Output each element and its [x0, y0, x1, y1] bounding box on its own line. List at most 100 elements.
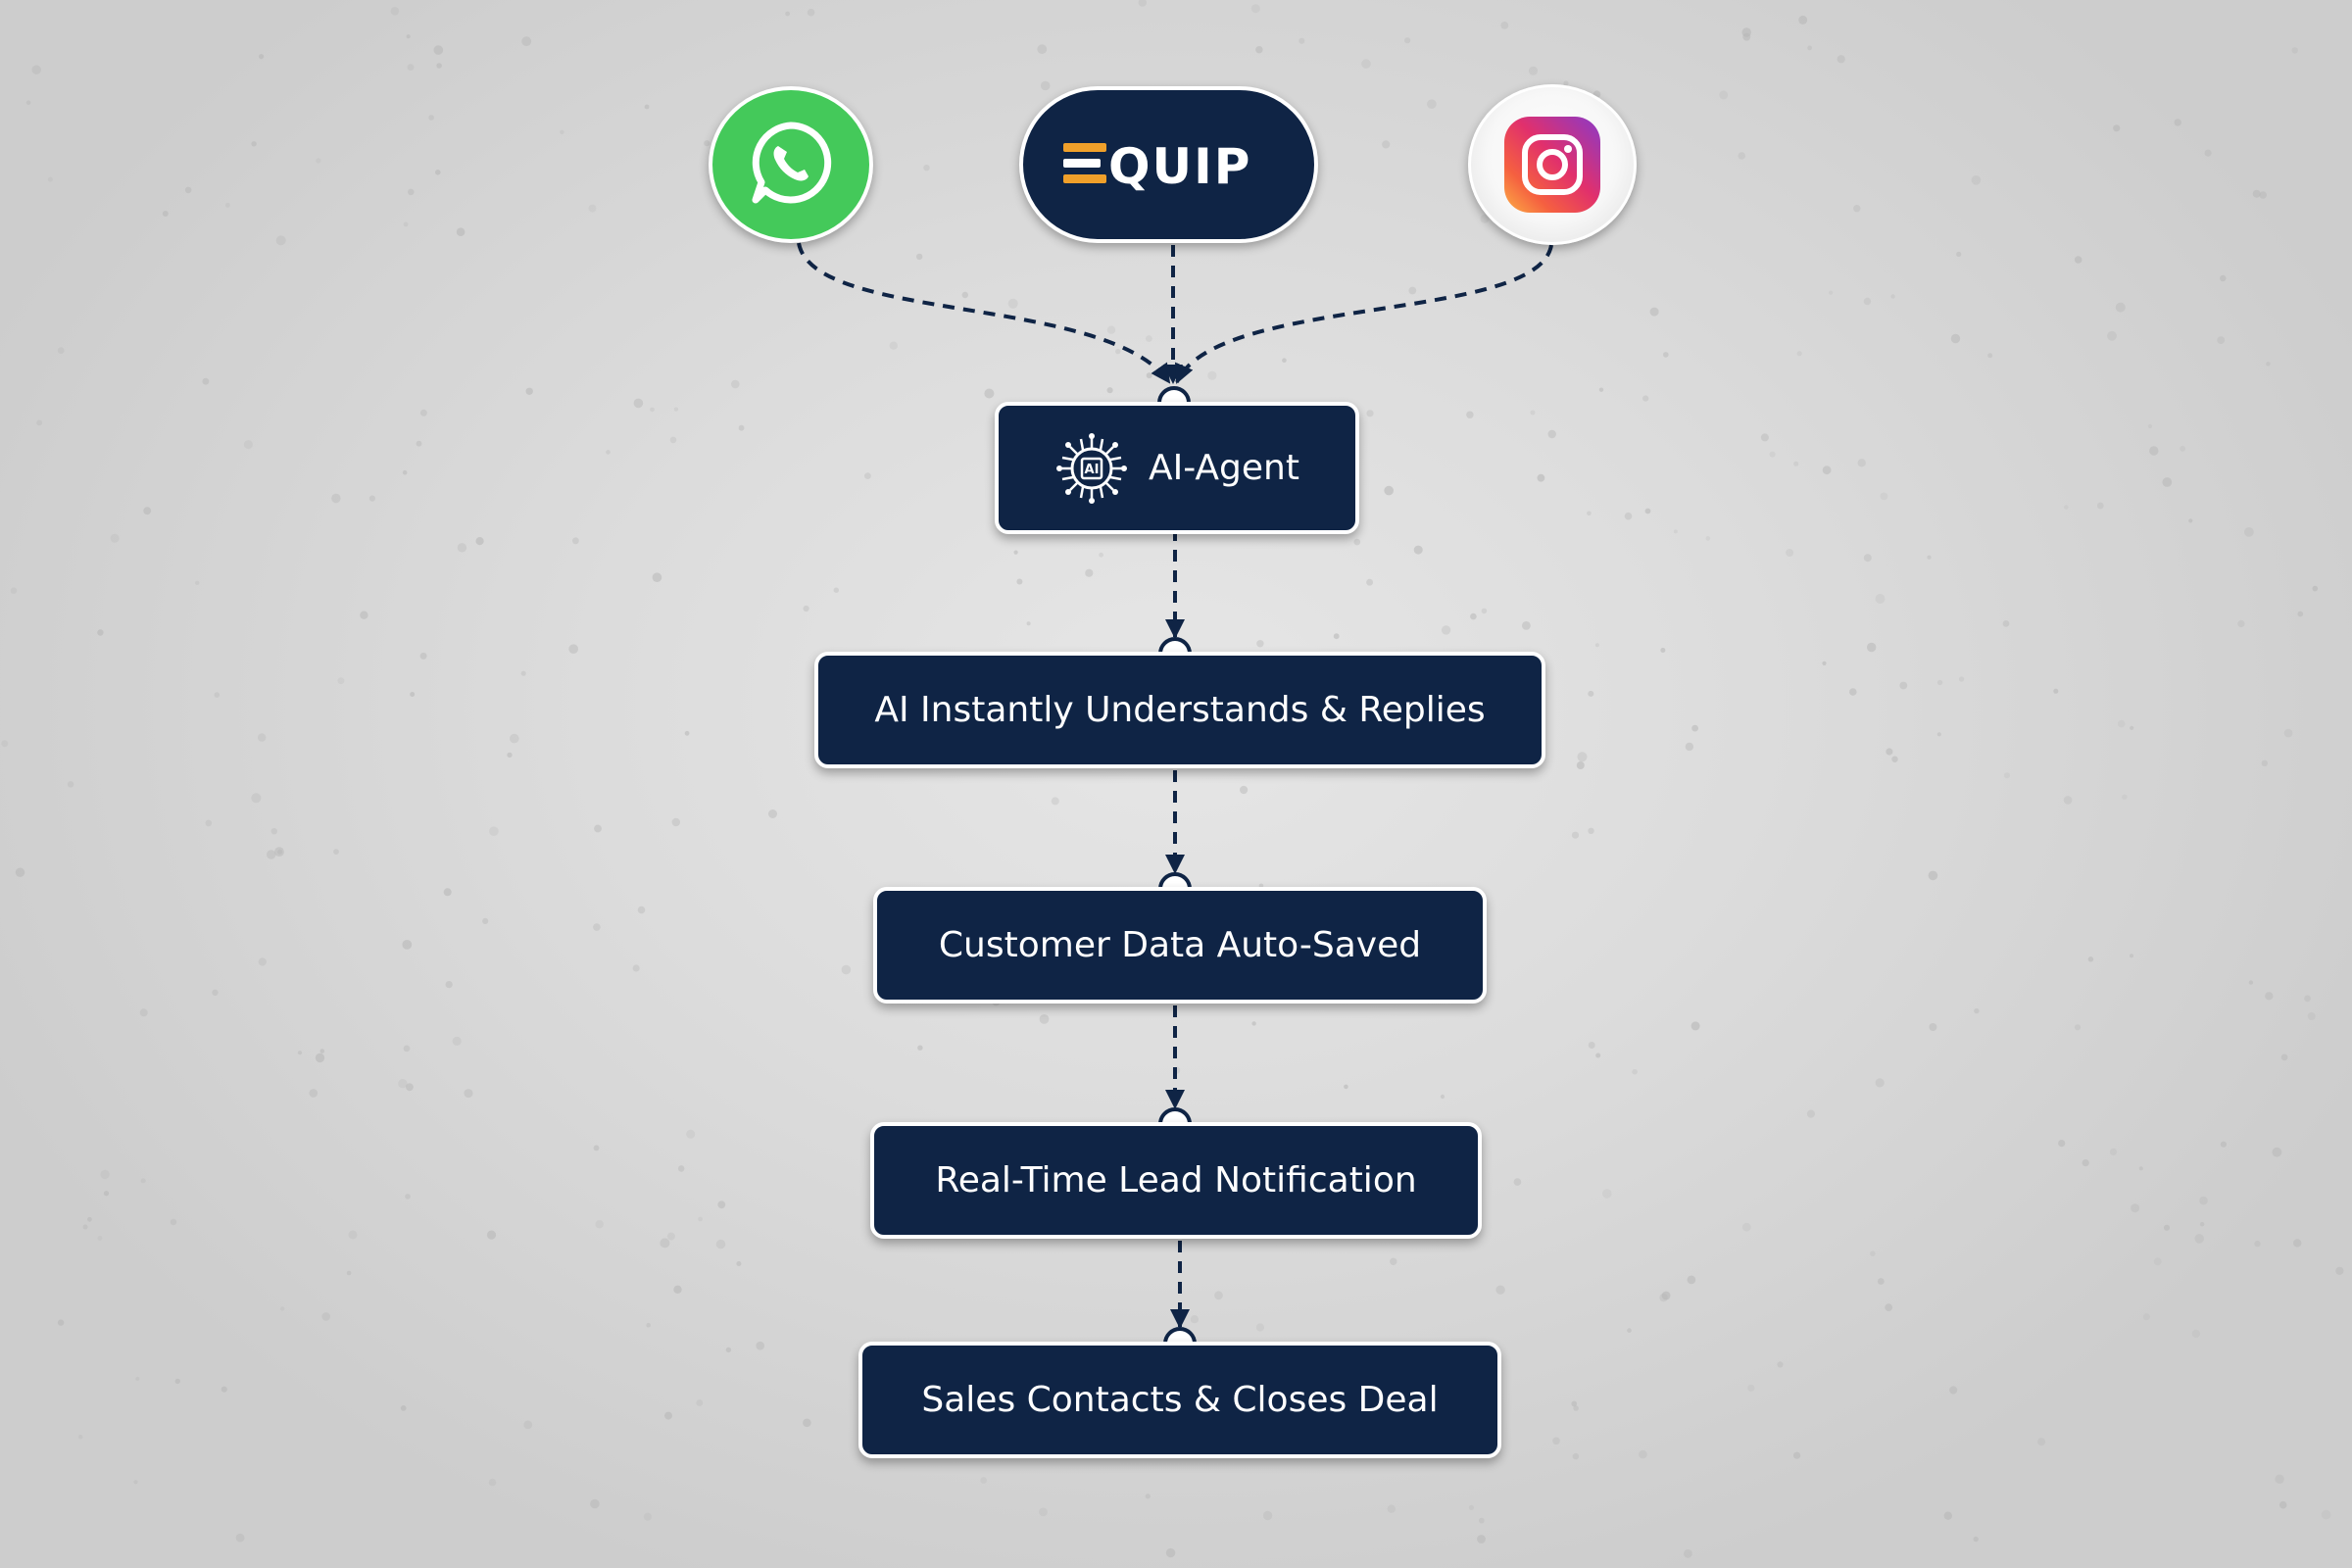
- background-dot: [2002, 620, 2010, 627]
- background-dot: [1644, 508, 1651, 514]
- background-dot: [520, 670, 526, 676]
- background-dot: [2272, 1147, 2282, 1157]
- background-dot: [704, 140, 710, 147]
- background-dot: [47, 176, 53, 182]
- background-dot: [251, 141, 257, 147]
- background-dot: [321, 1312, 331, 1321]
- background-dot: [1598, 387, 1604, 392]
- background-dot: [1039, 1014, 1050, 1024]
- background-dot: [346, 1270, 352, 1276]
- background-dot: [2109, 1148, 2118, 1155]
- background-dot: [1950, 333, 1961, 344]
- background-dot: [1949, 1386, 1958, 1395]
- background-dot: [1663, 352, 1669, 358]
- background-dot: [1929, 1023, 1937, 1031]
- background-dot: [1890, 294, 1895, 299]
- background-dot: [1146, 372, 1152, 379]
- background-dot: [1719, 90, 1729, 100]
- step-box-sales-closes-deal: Sales Contacts & Closes Deal: [858, 1342, 1501, 1458]
- background-dot: [2058, 1140, 2066, 1148]
- background-dot: [315, 1053, 325, 1063]
- background-dot: [2053, 688, 2059, 694]
- background-dot: [1793, 1451, 1801, 1459]
- background-dot: [1863, 297, 1872, 306]
- step-box-understands-replies: AI Instantly Understands & Replies: [814, 652, 1545, 768]
- background-dot: [1875, 594, 1886, 604]
- background-dot: [1747, 1384, 1755, 1392]
- background-dot: [443, 888, 452, 897]
- background-dot: [2142, 1313, 2150, 1321]
- background-dot: [1673, 529, 1678, 534]
- background-dot: [445, 981, 453, 989]
- background-dot: [416, 440, 422, 447]
- background-dot: [1928, 870, 1938, 881]
- background-dot: [110, 533, 120, 543]
- background-dot: [1528, 66, 1539, 75]
- background-dot: [2283, 728, 2293, 738]
- background-dot: [331, 493, 341, 504]
- background-dot: [1258, 883, 1264, 889]
- background-dot: [408, 188, 415, 196]
- background-dot: [2117, 719, 2126, 728]
- background-dot: [464, 1089, 473, 1099]
- background-dot: [143, 507, 152, 515]
- background-dot: [1971, 175, 1982, 185]
- background-dot: [1705, 536, 1711, 541]
- background-dot: [2244, 527, 2254, 537]
- background-dot: [214, 692, 220, 698]
- background-dot: [2191, 1329, 2201, 1339]
- connector-whatsapp-to-agent: [797, 242, 1171, 384]
- background-dot: [1777, 1361, 1784, 1368]
- background-dot: [2291, 47, 2298, 54]
- background-dot: [97, 1236, 103, 1241]
- background-dot: [489, 826, 499, 836]
- background-dot: [1595, 1053, 1601, 1058]
- background-dot: [348, 1230, 358, 1240]
- connector-instagram-to-agent: [1175, 244, 1553, 384]
- background-dot: [2261, 760, 2268, 766]
- background-dot: [1974, 1007, 1980, 1014]
- background-dot: [1943, 1511, 1953, 1520]
- background-dot: [2130, 725, 2134, 730]
- background-dot: [235, 1533, 245, 1543]
- background-dot: [1190, 1315, 1200, 1324]
- background-dot: [1849, 688, 1857, 696]
- background-dot: [2188, 518, 2193, 523]
- background-dot: [403, 221, 409, 227]
- background-dot: [1366, 410, 1374, 417]
- step-label: Sales Contacts & Closes Deal: [921, 1380, 1439, 1420]
- background-dot: [1691, 724, 1698, 732]
- background-dot: [1936, 732, 1941, 737]
- background-dot: [2304, 995, 2311, 1003]
- background-dot: [319, 1049, 325, 1054]
- background-dot: [407, 64, 415, 71]
- background-dot: [652, 572, 662, 582]
- background-dot: [2037, 1438, 2046, 1446]
- background-dot: [2199, 1196, 2208, 1205]
- background-dot: [436, 63, 442, 69]
- background-dot: [1522, 621, 1531, 630]
- background-dot: [1738, 152, 1745, 160]
- background-dot: [593, 923, 601, 931]
- background-dot: [980, 1477, 987, 1484]
- background-dot: [243, 440, 253, 450]
- background-dot: [2297, 611, 2304, 617]
- background-dot: [1007, 298, 1018, 309]
- background-dot: [633, 398, 644, 409]
- whatsapp-source: [709, 86, 873, 243]
- background-dot: [2199, 1222, 2205, 1227]
- background-dot: [488, 1478, 497, 1487]
- background-dot: [1353, 538, 1361, 546]
- background-dot: [1786, 549, 1794, 557]
- background-dot: [1863, 554, 1872, 563]
- background-dot: [1793, 461, 1799, 466]
- background-dot: [279, 1306, 285, 1311]
- background-dot: [202, 377, 210, 385]
- background-dot: [1382, 140, 1391, 149]
- background-dot: [170, 1218, 177, 1226]
- background-dot: [139, 1008, 148, 1017]
- background-dot: [428, 115, 434, 121]
- background-dot: [406, 1083, 414, 1092]
- background-dot: [258, 733, 267, 742]
- background-dot: [135, 1376, 140, 1381]
